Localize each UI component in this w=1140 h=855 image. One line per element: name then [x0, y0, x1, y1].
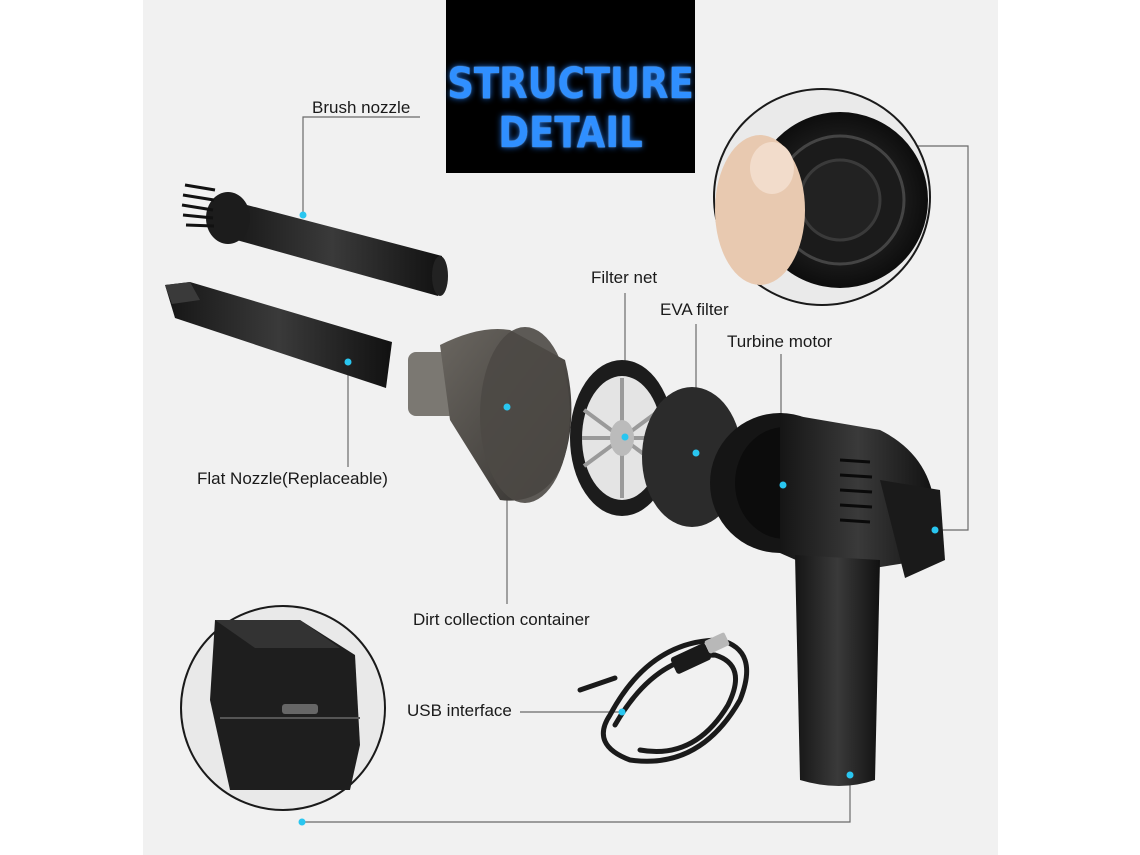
marker-button	[931, 526, 939, 534]
marker-turbine-motor	[779, 481, 787, 489]
leader-zoom-top	[917, 145, 969, 531]
brush-nozzle-part	[181, 183, 448, 296]
marker-usb-closeup	[298, 818, 306, 826]
label-turbine-motor: Turbine motor	[727, 332, 833, 351]
label-eva-filter: EVA filter	[660, 300, 729, 319]
marker-flat-nozzle	[344, 358, 352, 366]
usb-cable-part	[577, 632, 750, 764]
marker-usb-port	[846, 771, 854, 779]
title-box: STRUCTURE DETAIL	[446, 0, 695, 173]
marker-usb	[618, 708, 626, 716]
dirt-container-part	[408, 327, 572, 503]
flat-nozzle-part	[165, 282, 392, 388]
title-line-2: DETAIL	[498, 107, 643, 158]
marker-brush-nozzle	[299, 211, 307, 219]
leader-brush-nozzle	[302, 116, 420, 213]
marker-dirt-container	[503, 403, 511, 411]
marker-eva-filter	[692, 449, 700, 457]
label-brush-nozzle: Brush nozzle	[312, 98, 411, 117]
marker-filter-net	[621, 433, 629, 441]
label-filter-net: Filter net	[591, 268, 658, 287]
zoom-button-closeup	[713, 88, 931, 306]
label-usb-interface: USB interface	[407, 701, 512, 720]
label-dirt-container: Dirt collection container	[413, 610, 590, 629]
leader-zoom-bottom	[302, 775, 851, 823]
label-flat-nozzle: Flat Nozzle(Replaceable)	[197, 469, 388, 488]
marker-dots	[298, 211, 939, 826]
title-line-1: STRUCTURE	[447, 58, 694, 109]
zoom-usb-closeup	[180, 605, 386, 811]
